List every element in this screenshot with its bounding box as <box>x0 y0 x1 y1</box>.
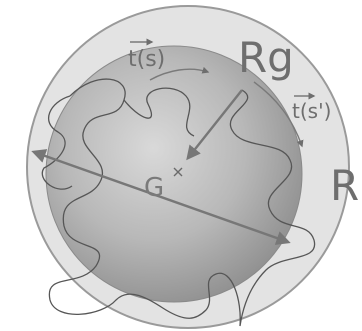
tangent-s-label: t(s) <box>128 47 165 72</box>
radius-of-gyration-label: Rg <box>238 33 294 82</box>
center-of-mass-label: G <box>144 173 164 203</box>
end-to-end-label: R <box>330 161 359 210</box>
tangent-s-prime-label: t(s') <box>292 99 331 123</box>
